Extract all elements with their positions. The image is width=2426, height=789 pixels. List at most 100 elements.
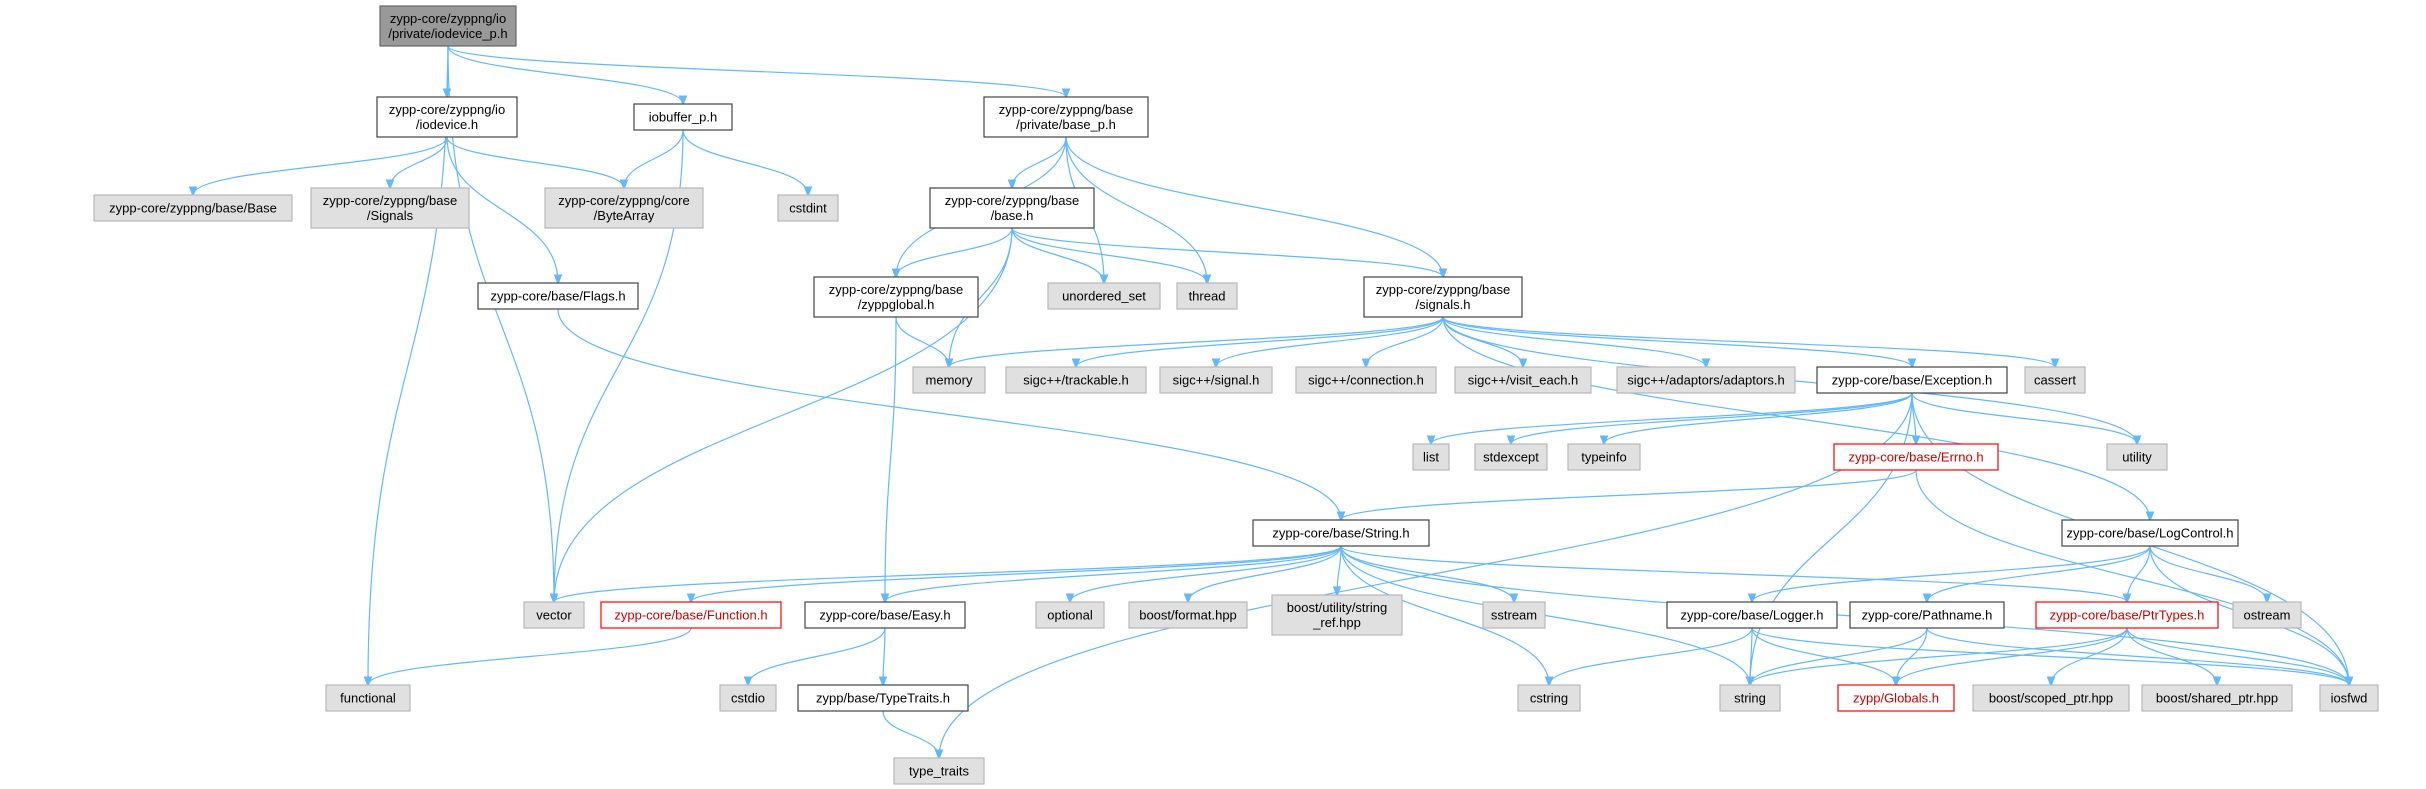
node-sigc-visit-each-h: sigc++/visit_each.h	[1454, 366, 1592, 394]
node-box	[93, 194, 293, 222]
node-box	[777, 194, 839, 222]
node-zypp-core-zyppng-base-base-h[interactable]: zypp-core/zyppng/base/base.h	[929, 187, 1095, 229]
edge-iodevice-to-flags	[446, 136, 558, 283]
node-sigc-adaptors-adaptors-h: sigc++/adaptors/adaptors.h	[1616, 366, 1796, 394]
edge-baseh-to-unordered_set	[1011, 227, 1104, 283]
node-zypp-core-base-errno-h[interactable]: zypp-core/base/Errno.h	[1833, 443, 1999, 471]
node-zypp-core-base-logcontrol-h[interactable]: zypp-core/base/LogControl.h	[2061, 519, 2239, 547]
edge-function-to-functional	[368, 627, 692, 685]
node-label: cassert	[2034, 373, 2076, 388]
node-label: string	[1734, 691, 1766, 706]
node-label: unordered_set	[1062, 289, 1146, 304]
node-box	[477, 282, 639, 310]
node-box	[1159, 366, 1273, 394]
node-zypp-core-zyppng-io-private-iodevice-p-h[interactable]: zypp-core/zyppng/io/private/iodevice_p.h	[379, 5, 517, 47]
node-zypp-core-base-string-h[interactable]: zypp-core/base/String.h	[1252, 519, 1430, 547]
edge-signalsh-to-logcontrol	[1442, 316, 2150, 520]
edge-logger-to-cstring	[1549, 627, 1753, 685]
node-label: zypp-core/zyppng/base	[1376, 282, 1510, 297]
edge-baseh-to-zyppglobal	[896, 227, 1013, 277]
edge-root-to-vector	[447, 45, 554, 602]
edge-iodevice-to-Signals	[390, 136, 448, 188]
node-label: sstream	[1491, 608, 1537, 623]
node-sigc-signal-h: sigc++/signal.h	[1159, 366, 1273, 394]
node-iosfwd: iosfwd	[2319, 684, 2379, 712]
node-type-traits: type_traits	[893, 757, 985, 785]
edge-pathname-to-globals	[1896, 627, 1928, 685]
node-zypp-core-base-function-h[interactable]: zypp-core/base/Function.h	[600, 601, 782, 629]
edge-pathname-to-iosfwd	[1926, 627, 2349, 685]
node-zypp-core-pathname-h[interactable]: zypp-core/Pathname.h	[1849, 601, 2005, 629]
node-label: sigc++/adaptors/adaptors.h	[1627, 373, 1785, 388]
node-label: cstdint	[789, 201, 827, 216]
node-label: zypp-core/zyppng/base	[323, 193, 457, 208]
node-box	[2141, 684, 2293, 712]
node-label: sigc++/signal.h	[1173, 373, 1260, 388]
node-box	[1972, 684, 2130, 712]
node-box	[1833, 443, 1999, 471]
node-box	[379, 5, 517, 47]
edge-flags-to-stringh	[557, 308, 1341, 520]
node-label: optional	[1047, 608, 1093, 623]
node-iobuffer-p-h[interactable]: iobuffer_p.h	[633, 103, 733, 131]
node-typeinfo: typeinfo	[1567, 443, 1641, 471]
edge-root-to-basep	[447, 45, 1066, 97]
node-box	[797, 684, 969, 712]
edge-logger-to-iosfwd	[1751, 627, 2349, 685]
node-box	[1719, 684, 1781, 712]
node-label: zypp-core/zyppng/core	[558, 193, 690, 208]
edge-zyppglobal-to-memory	[895, 316, 949, 367]
edge-logcontrol-to-ptrtypes	[2127, 545, 2151, 602]
node-label: zypp-core/base/Function.h	[614, 608, 767, 623]
edge-errno-to-stringh	[1341, 469, 1917, 520]
node-label: /private/base_p.h	[1016, 117, 1116, 132]
node-label: type_traits	[909, 764, 969, 779]
node-zypp-core-zyppng-base-private-base-p-h[interactable]: zypp-core/zyppng/base/private/base_p.h	[983, 96, 1149, 138]
node-label: /signals.h	[1416, 297, 1471, 312]
node-box	[1816, 366, 2008, 394]
node-label: boost/utility/string	[1287, 600, 1387, 615]
edges-layer	[193, 45, 2349, 758]
node-label: zypp-core/zyppng/base/Base	[109, 201, 277, 216]
edge-ptrtypes-to-iosfwd	[2126, 627, 2349, 685]
node-stdexcept: stdexcept	[1474, 443, 1548, 471]
node-zypp-base-typetraits-h[interactable]: zypp/base/TypeTraits.h	[797, 684, 969, 712]
node-zypp-core-base-easy-h[interactable]: zypp-core/base/Easy.h	[804, 601, 966, 629]
node-label: sigc++/connection.h	[1308, 373, 1424, 388]
node-box	[1005, 366, 1147, 394]
edge-signalsh-to-signal	[1216, 316, 1444, 367]
node-zypp-core-zyppng-base-signals-h[interactable]: zypp-core/zyppng/base/signals.h	[1363, 276, 1523, 318]
node-list: list	[1412, 443, 1450, 471]
node-zypp-core-base-exception-h[interactable]: zypp-core/base/Exception.h	[1816, 366, 2008, 394]
edge-signalsh-to-visit_each	[1442, 316, 1523, 367]
node-box	[1837, 684, 1955, 712]
node-box	[325, 684, 411, 712]
node-zypp-core-base-flags-h[interactable]: zypp-core/base/Flags.h	[477, 282, 639, 310]
edge-stringh-to-ptrtypes	[1340, 545, 2127, 602]
node-zypp-globals-h[interactable]: zypp/Globals.h	[1837, 684, 1955, 712]
node-box	[544, 187, 704, 229]
node-zypp-core-base-logger-h[interactable]: zypp-core/base/Logger.h	[1666, 601, 1838, 629]
node-utility: utility	[2106, 443, 2168, 471]
edge-root-to-iobuffer	[447, 45, 683, 104]
node-zypp-core-base-ptrtypes-h[interactable]: zypp-core/base/PtrTypes.h	[2035, 601, 2219, 629]
edge-errno-to-iosfwd	[1915, 469, 2349, 685]
edge-signalsh-to-exception	[1442, 316, 1912, 367]
node-label: zypp-core/base/PtrTypes.h	[2050, 608, 2205, 623]
node-label: memory	[926, 373, 973, 388]
node-box	[1412, 443, 1450, 471]
edge-basep-to-signalsh	[1065, 136, 1443, 277]
node-box	[600, 601, 782, 629]
node-label: typeinfo	[1581, 450, 1627, 465]
node-memory: memory	[912, 366, 986, 394]
edge-iodevice-to-Base	[193, 136, 448, 195]
node-zypp-core-zyppng-io-iodevice-h[interactable]: zypp-core/zyppng/io/iodevice.h	[376, 96, 518, 138]
edge-typetraits-to-type_traits	[882, 710, 939, 758]
node-box	[310, 187, 470, 229]
node-box	[1454, 366, 1592, 394]
node-box	[1035, 601, 1105, 629]
node-box	[1252, 519, 1430, 547]
node-label: functional	[340, 691, 396, 706]
node-zypp-core-zyppng-base-zyppglobal-h[interactable]: zypp-core/zyppng/base/zyppglobal.h	[813, 276, 979, 318]
node-label: thread	[1189, 289, 1226, 304]
